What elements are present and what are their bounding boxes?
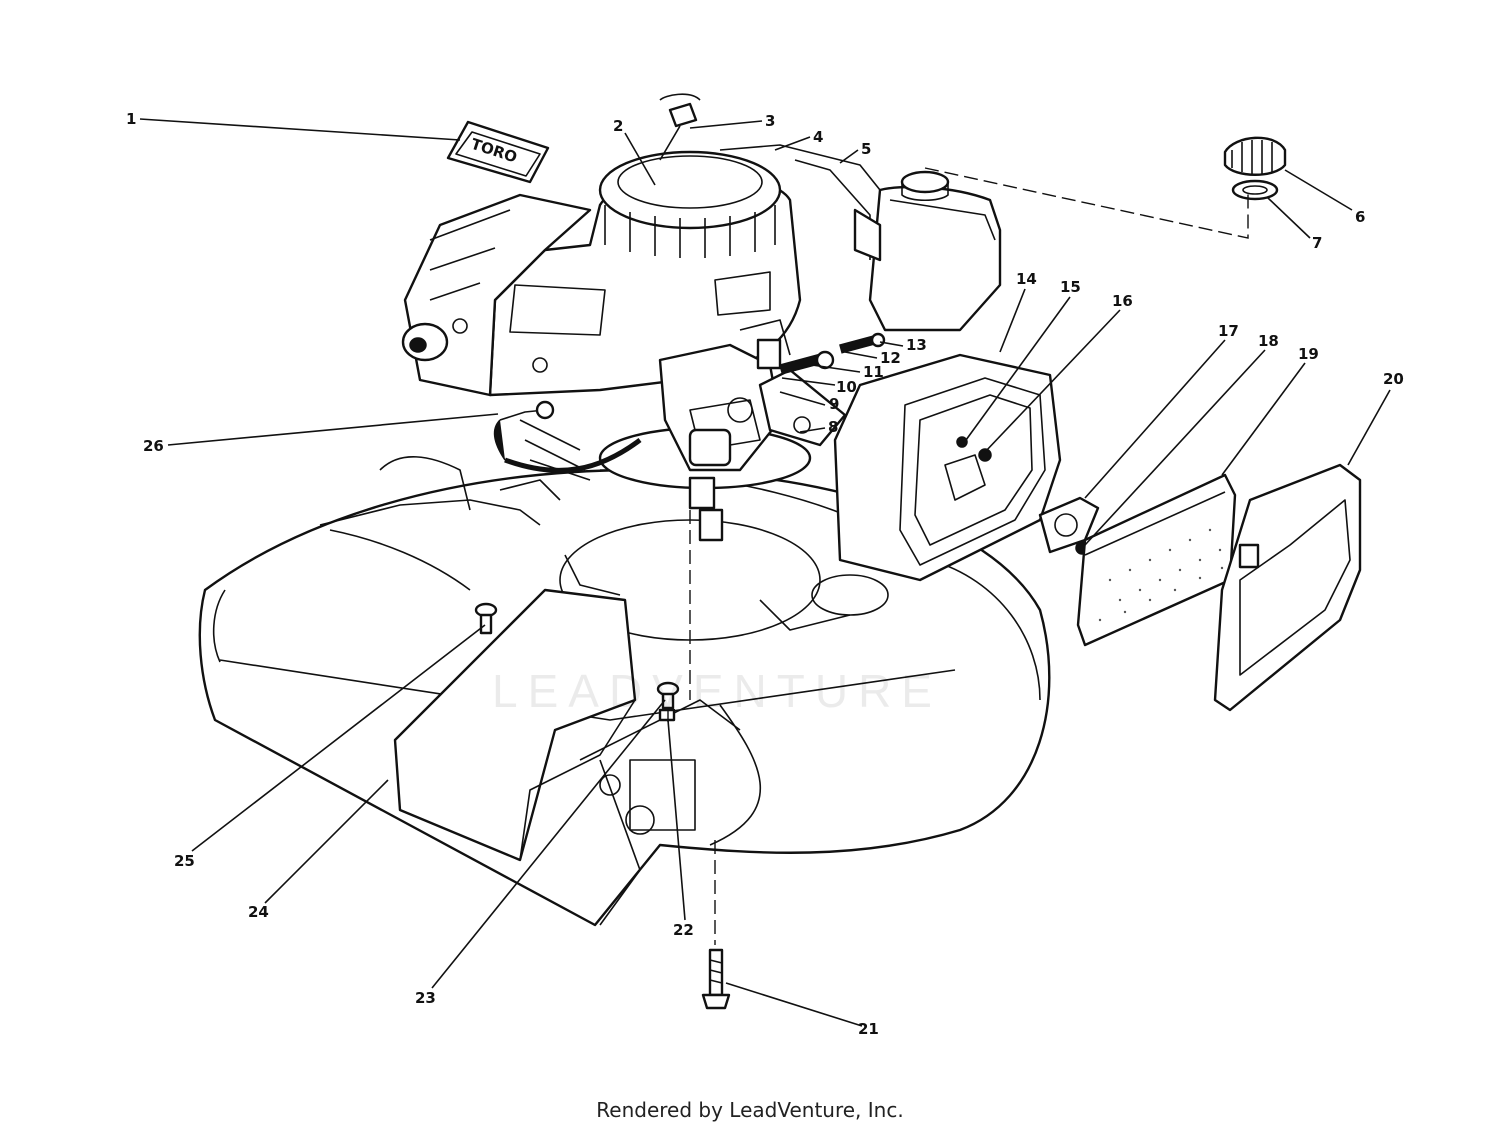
air-filter-cover [1213,463,1362,712]
screw-part-23 [656,681,680,710]
air-filter-gasket [1038,496,1100,555]
callout-1: 1 [126,110,136,128]
callout-24: 24 [248,903,269,921]
rear-deflector [393,588,637,862]
carburetor [658,319,847,472]
callout-15: 15 [1060,278,1081,296]
callout-numbers: 1 2 3 4 5 6 7 8 9 10 11 12 13 14 15 16 1… [126,110,1404,1038]
callout-18: 18 [1258,332,1279,350]
callout-5: 5 [861,140,871,158]
screw-part-25 [474,602,498,635]
callout-2: 2 [613,117,623,135]
footer-credit: Rendered by LeadVenture, Inc. [596,1098,904,1122]
callout-14: 14 [1016,270,1037,288]
callout-17: 17 [1218,322,1239,340]
callout-16: 16 [1112,292,1133,310]
callout-12: 12 [880,349,901,367]
intake-studs [779,332,886,375]
callout-26: 26 [143,437,164,455]
air-filter-element [1076,473,1237,647]
callout-10: 10 [836,378,857,396]
toro-logo-plate: TORO [446,120,550,184]
callout-23: 23 [415,989,436,1007]
callout-20: 20 [1383,370,1404,388]
callout-9: 9 [829,395,839,413]
fuel-cap [1223,136,1287,201]
callout-7: 7 [1312,234,1322,252]
callout-4: 4 [813,128,823,146]
callout-25: 25 [174,852,195,870]
leadventure-watermark: LEADVENTURE [492,665,942,717]
callout-21: 21 [858,1020,879,1038]
screw-part-21 [701,948,731,1010]
callout-11: 11 [863,363,884,381]
fuel-line-clamp [659,93,701,161]
callout-3: 3 [765,112,775,130]
callout-8: 8 [828,418,838,436]
spark-plug-wire [493,400,642,473]
leader-lines [139,118,1391,1027]
callout-19: 19 [1298,345,1319,363]
clip-part-22 [658,708,676,722]
callout-6: 6 [1355,208,1365,226]
fuel-tank [719,144,1002,332]
callout-22: 22 [673,921,694,939]
alignment-lines [667,167,1249,945]
callout-13: 13 [906,336,927,354]
air-cleaner-body [833,353,1062,582]
